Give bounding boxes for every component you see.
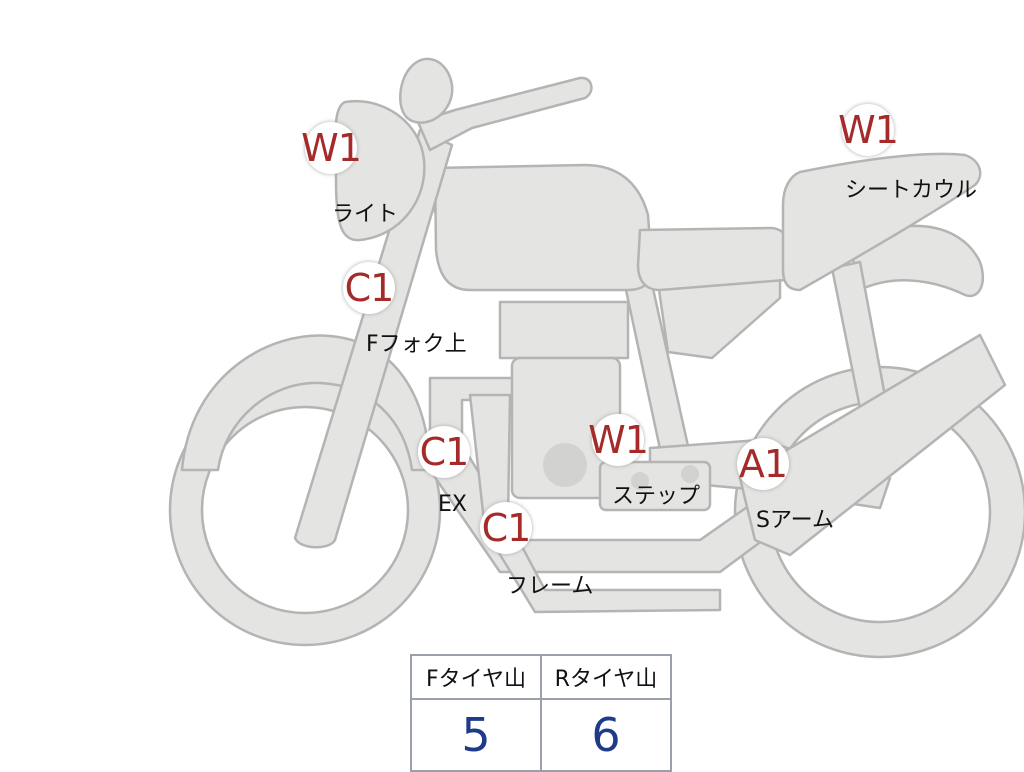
marker-label-swing-arm: Sアーム <box>756 508 834 533</box>
marker-label-frame: フレーム <box>506 574 594 599</box>
seat-cowl <box>781 152 982 292</box>
marker-code-light: W1 <box>301 122 362 174</box>
marker-label-fork-top: Fフォク上 <box>366 332 467 357</box>
muffler <box>738 333 1007 557</box>
mirror <box>399 57 454 124</box>
rear-fender <box>848 224 985 298</box>
marker-code-footrest: W1 <box>588 414 649 466</box>
tire-table-header-row: Fタイヤ山 Rタイヤ山 <box>410 654 672 700</box>
marker-code-fork-top: C1 <box>343 262 395 314</box>
marker-code-frame: C1 <box>480 502 532 554</box>
marker-label-exhaust: EX <box>438 492 467 517</box>
marker-code-swing-arm: A1 <box>737 438 789 490</box>
marker-label-seat-cowl: シートカウル <box>845 178 978 203</box>
rear-tire-value: 6 <box>540 698 672 772</box>
fuel-tank <box>433 163 654 292</box>
front-fork <box>293 128 454 549</box>
footrest <box>598 460 712 512</box>
rear-tire-header: Rタイヤ山 <box>540 654 672 700</box>
marker-label-footrest: ステップ <box>612 484 701 509</box>
marker-code-exhaust: C1 <box>418 426 470 478</box>
front-tire-header: Fタイヤ山 <box>410 654 542 700</box>
tire-tread-table: Fタイヤ山 Rタイヤ山 5 6 <box>410 654 672 772</box>
engine <box>498 300 630 500</box>
seat <box>636 226 792 292</box>
front-tire-value: 5 <box>410 698 542 772</box>
tire-table-value-row: 5 6 <box>410 698 672 772</box>
marker-label-light: ライト <box>332 202 399 227</box>
handlebar <box>416 76 593 152</box>
marker-code-seat-cowl: W1 <box>838 104 899 156</box>
exhaust-pipe <box>468 393 722 614</box>
